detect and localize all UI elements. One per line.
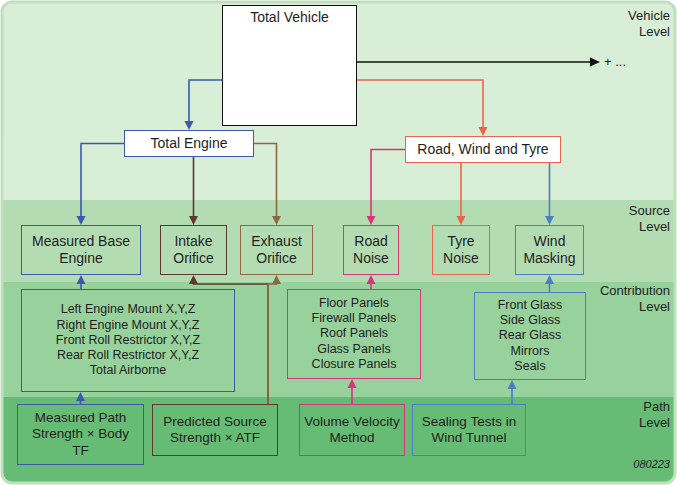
arrow-head bbox=[545, 216, 554, 225]
connector bbox=[189, 275, 268, 404]
connector-line bbox=[81, 144, 124, 219]
group-box: Total Engine bbox=[124, 130, 254, 157]
node-text: Left Engine Mount X,Y,Z bbox=[61, 302, 196, 317]
node-text: Total Engine bbox=[150, 135, 227, 152]
level-label: Vehicle Level bbox=[612, 8, 670, 39]
node-text: Front Roll Restrictor X,Y,Z bbox=[56, 333, 200, 348]
figure-number: 080223 bbox=[606, 458, 670, 471]
node-text: Road Noise bbox=[348, 233, 394, 267]
node-text: Rear Glass bbox=[499, 328, 562, 343]
connector-line bbox=[189, 80, 222, 123]
connector-line bbox=[371, 150, 405, 219]
arrow-head bbox=[545, 275, 554, 284]
node-text: Sealing Tests in Wind Tunnel bbox=[417, 414, 521, 447]
connector bbox=[367, 150, 406, 226]
node-text: Front Glass bbox=[498, 298, 563, 313]
contribution-box: Floor PanelsFirewall PanelsRoof PanelsGl… bbox=[287, 289, 421, 379]
connector bbox=[457, 163, 466, 225]
path-box: Measured Path Strength × Body TF bbox=[17, 404, 144, 465]
continuation-label: + ... bbox=[604, 54, 654, 70]
connector bbox=[189, 157, 198, 225]
node-text: Volume Velocity Method bbox=[304, 414, 400, 447]
level-label: Contribution Level bbox=[586, 283, 670, 314]
arrow-head bbox=[185, 121, 194, 130]
arrow-head bbox=[479, 127, 488, 136]
arrow-head bbox=[508, 380, 517, 389]
connector bbox=[254, 144, 281, 226]
connector bbox=[268, 275, 281, 404]
connector bbox=[185, 80, 223, 130]
arrow-head bbox=[272, 216, 281, 225]
node-text: Floor Panels bbox=[319, 296, 389, 311]
node-text: Total Vehicle bbox=[250, 9, 329, 26]
level-label: Source Level bbox=[612, 203, 670, 234]
vehicle-box: Total Vehicle bbox=[222, 5, 357, 126]
connector bbox=[77, 144, 125, 226]
connector-line bbox=[460, 163, 462, 218]
connector-line bbox=[254, 144, 277, 219]
node-text: Mirrors bbox=[511, 344, 550, 359]
arrow-head bbox=[367, 275, 376, 284]
node-text: Wind Masking bbox=[520, 233, 579, 267]
arrow-head bbox=[189, 216, 198, 225]
connector bbox=[367, 275, 376, 289]
connector bbox=[76, 392, 85, 404]
node-text: Rear Roll Restrictor X,Y,Z bbox=[57, 348, 199, 363]
node-text: Intake Orifice bbox=[165, 233, 222, 267]
connector-line bbox=[268, 282, 277, 404]
arrow-head bbox=[457, 216, 466, 225]
node-text: Glass Panels bbox=[317, 342, 391, 357]
arrow-head bbox=[77, 275, 86, 284]
path-box: Sealing Tests in Wind Tunnel bbox=[412, 404, 526, 456]
source-box: Tyre Noise bbox=[432, 225, 490, 275]
connector-line bbox=[193, 157, 195, 218]
group-box: Road, Wind and Tyre bbox=[405, 136, 561, 163]
connector bbox=[545, 275, 554, 292]
arrow-head bbox=[76, 392, 85, 401]
node-text: Exhaust Orifice bbox=[245, 233, 308, 267]
connector bbox=[77, 275, 86, 289]
contribution-box: Front GlassSide GlassRear GlassMirrorsSe… bbox=[474, 292, 586, 380]
source-box: Measured Base Engine bbox=[21, 225, 141, 275]
arrow-head bbox=[348, 379, 357, 388]
path-box: Volume Velocity Method bbox=[299, 404, 405, 456]
arrow-head bbox=[189, 275, 198, 284]
connector-line bbox=[357, 80, 483, 129]
node-text: Total Airborne bbox=[90, 363, 166, 378]
node-text: Firewall Panels bbox=[312, 311, 397, 326]
arrow-head bbox=[367, 216, 376, 225]
node-text: Road, Wind and Tyre bbox=[417, 141, 548, 158]
connector bbox=[348, 379, 357, 404]
source-box: Road Noise bbox=[343, 225, 399, 275]
node-text: Seals bbox=[514, 359, 545, 374]
connector-line bbox=[511, 387, 513, 404]
contribution-box: Left Engine Mount X,Y,ZRight Engine Moun… bbox=[21, 289, 235, 392]
node-text: Measured Path Strength × Body TF bbox=[22, 410, 139, 459]
node-text: Closure Panels bbox=[312, 357, 397, 372]
node-text: Roof Panels bbox=[320, 326, 388, 341]
node-text: Side Glass bbox=[500, 313, 560, 328]
arrow-head bbox=[77, 216, 86, 225]
connector bbox=[508, 380, 517, 404]
source-box: Intake Orifice bbox=[160, 225, 227, 275]
source-box: Wind Masking bbox=[515, 225, 584, 275]
arrow-head bbox=[272, 275, 281, 284]
source-box: Exhaust Orifice bbox=[240, 225, 313, 275]
node-text: Tyre Noise bbox=[437, 233, 485, 267]
level-label: Path Level bbox=[612, 399, 670, 430]
path-box: Predicted Source Strength × ATF bbox=[152, 404, 278, 456]
connector bbox=[357, 80, 488, 136]
node-text: Right Engine Mount X,Y,Z bbox=[57, 318, 200, 333]
continuation-arrow bbox=[357, 58, 600, 67]
connector-line bbox=[194, 282, 269, 404]
connector-line bbox=[351, 386, 353, 404]
node-text: Measured Base Engine bbox=[26, 233, 136, 267]
node-text: Predicted Source Strength × ATF bbox=[157, 414, 273, 447]
